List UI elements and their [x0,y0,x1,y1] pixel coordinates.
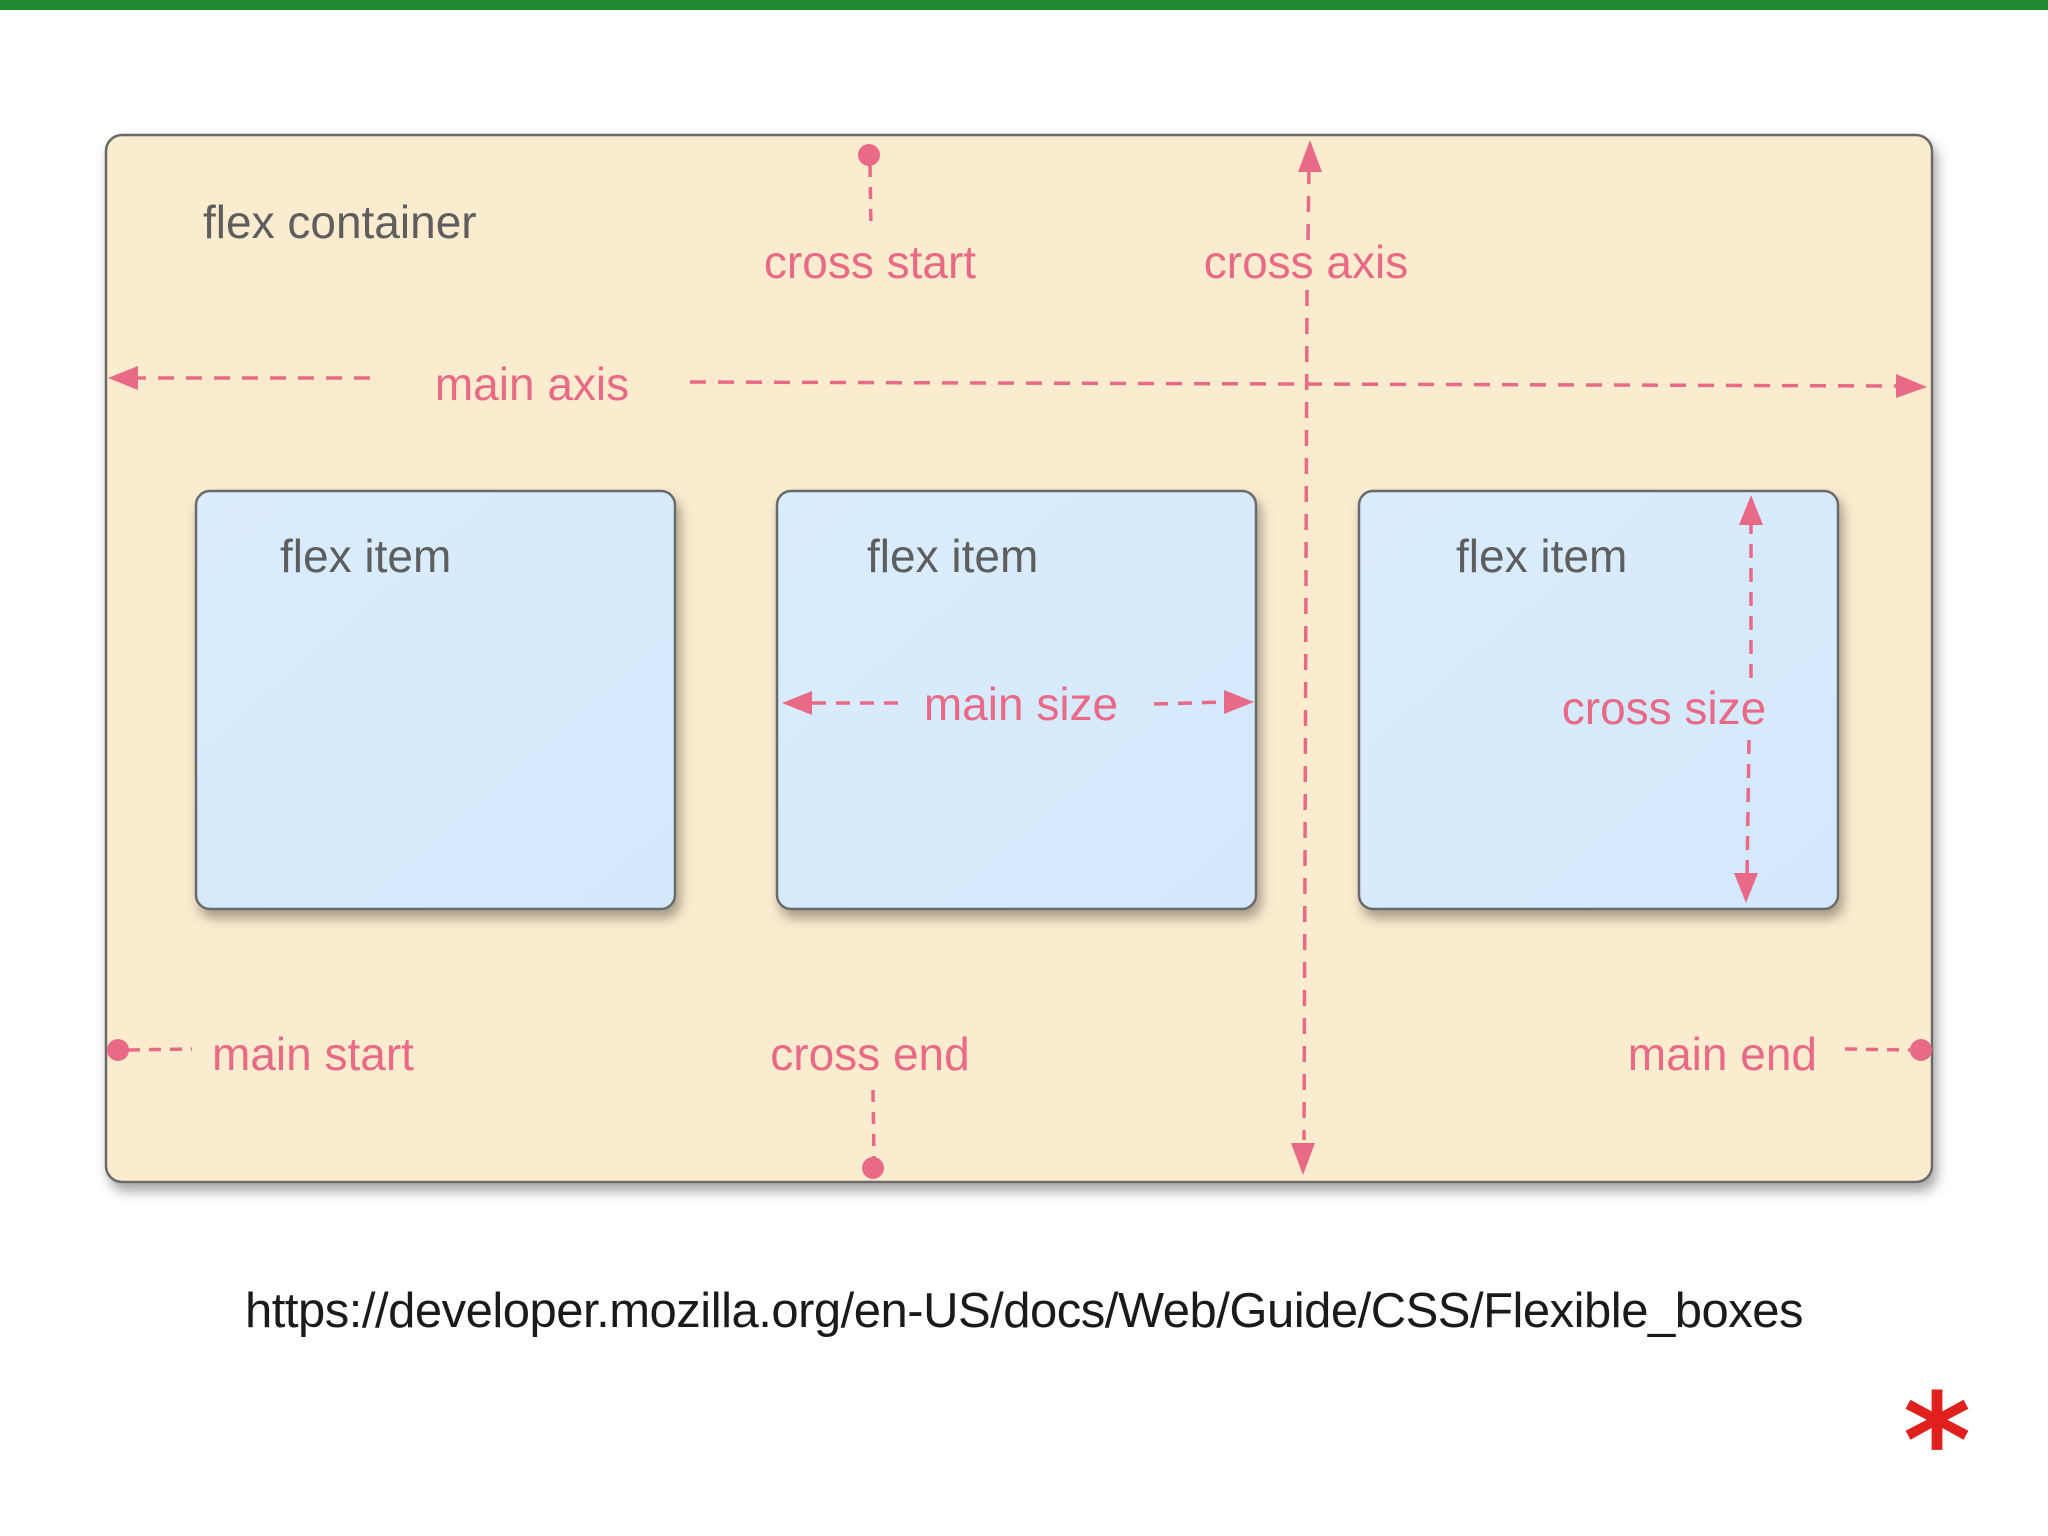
cross-end-dot [862,1157,884,1179]
main-start-line [127,1047,193,1052]
main-end-line [1844,1047,1911,1052]
cross-start-line [868,164,873,231]
flex-item-label-1: flex item [280,530,451,582]
main-size-arrowhead-right [1224,690,1254,714]
asterisk-icon: * [1903,1365,1971,1517]
main-axis-arrowhead-left [108,366,138,390]
source-url-text: https://developer.mozilla.org/en-US/docs… [245,1284,1803,1338]
cross-axis-label: cross axis [1204,236,1408,288]
main-size-line-right [1153,700,1227,706]
main-axis-line-right [689,380,1901,388]
cross-size-arrowhead-top [1739,495,1763,525]
cross-start-label: cross start [764,236,976,288]
main-axis-arrowhead-right [1896,374,1927,398]
cross-axis-arrowhead-top [1298,140,1322,172]
flex-item-box-1 [194,489,677,911]
cross-size-arrowhead-bottom [1734,873,1758,903]
main-end-label: main end [1628,1028,1817,1080]
main-start-dot [107,1039,129,1061]
cross-axis-line-upper [1306,167,1311,241]
flex-item-box-3 [1357,489,1840,911]
flex-container-label: flex container [203,196,477,248]
cross-end-label: cross end [770,1028,969,1080]
cross-size-label: cross size [1562,682,1766,734]
flex-item-label-3: flex item [1456,530,1627,582]
main-start-label: main start [212,1028,414,1080]
cross-axis-arrowhead-bottom [1291,1143,1315,1175]
cross-axis-line-lower [1302,289,1309,1141]
main-size-arrowhead-left [782,691,812,715]
main-axis-label: main axis [435,358,629,410]
flex-item-label-2: flex item [867,530,1038,582]
cross-start-dot [858,144,880,166]
main-end-dot [1910,1039,1932,1061]
flex-item-box-2 [775,489,1258,911]
main-size-label: main size [924,678,1118,730]
cross-end-line [871,1089,876,1161]
top-accent-bar [0,0,2048,10]
